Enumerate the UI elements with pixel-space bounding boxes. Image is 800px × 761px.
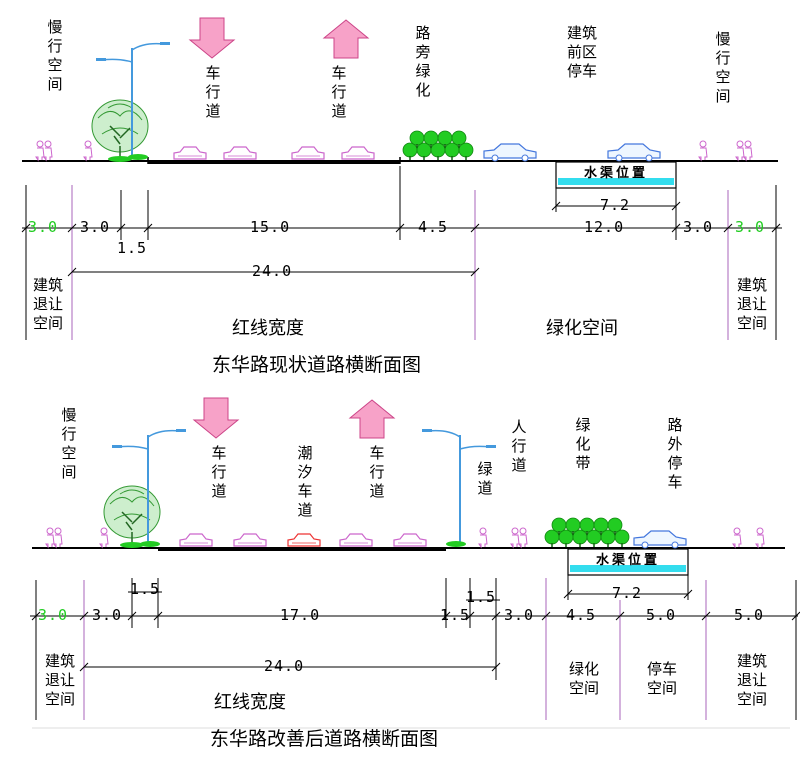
label-roadside-green: 路 旁 绿 化 bbox=[415, 24, 431, 99]
dim-green: 4.5 bbox=[418, 218, 449, 236]
dim-road: 15.0 bbox=[250, 218, 291, 236]
current-section bbox=[21, 17, 782, 340]
dim-setback-right-2: 5.0 bbox=[734, 606, 765, 624]
dim-walk-right-2: 3.0 bbox=[504, 606, 535, 624]
label-offroad-parking: 路 外 停 车 bbox=[667, 416, 683, 491]
dim-gap-right-2: 1.5 bbox=[466, 588, 497, 606]
title-current-section: 东华路现状道路横断面图 bbox=[212, 354, 422, 376]
dim-parking: 12.0 bbox=[584, 218, 625, 236]
label-slow-space-left: 慢 行 空 间 bbox=[47, 18, 63, 93]
label-setback-left-2: 建筑 退让 空间 bbox=[44, 652, 75, 708]
improved-section bbox=[30, 397, 800, 729]
dim-road-2: 17.0 bbox=[280, 606, 321, 624]
label-slow-space-left-2: 慢 行 空 间 bbox=[61, 406, 77, 481]
dim-canal: 7.2 bbox=[600, 196, 631, 214]
arrow-down-icon bbox=[188, 17, 236, 59]
label-lane-up-2: 车 行 道 bbox=[369, 444, 385, 500]
label-sidewalk: 人 行 道 bbox=[511, 418, 527, 474]
dim-redline-2: 24.0 bbox=[264, 657, 305, 675]
label-slow-space-right: 慢 行 空 间 bbox=[715, 30, 731, 105]
label-setback-left: 建筑 退让 空间 bbox=[32, 276, 63, 332]
label-green-belt: 绿 化 带 bbox=[575, 416, 591, 472]
dim-parking-2: 5.0 bbox=[646, 606, 677, 624]
dim-canal-2: 7.2 bbox=[612, 584, 643, 602]
label-front-parking: 建筑 前区 停车 bbox=[566, 24, 597, 80]
label-lane-down: 车 行 道 bbox=[205, 64, 221, 120]
label-green-space: 绿化空间 bbox=[546, 318, 618, 339]
dim-walk-2: 3.0 bbox=[92, 606, 123, 624]
arrow-down-icon bbox=[192, 397, 240, 439]
dim-walk: 3.0 bbox=[80, 218, 111, 236]
label-greenway: 绿 道 bbox=[477, 460, 493, 497]
label-tidal-lane: 潮 汐 车 道 bbox=[297, 444, 313, 519]
title-improved-section: 东华路改善后道路横断面图 bbox=[210, 728, 439, 750]
arrow-up-icon bbox=[322, 19, 370, 59]
label-green-space-2: 绿化 空间 bbox=[568, 660, 599, 697]
dim-setback-left: 3.0 bbox=[28, 218, 59, 236]
dim-setback-right: 3.0 bbox=[735, 218, 766, 236]
label-red-line-width-2: 红线宽度 bbox=[214, 692, 286, 713]
dim-gap: 1.5 bbox=[117, 239, 148, 257]
dim-redline: 24.0 bbox=[252, 262, 293, 280]
label-canal-2: 水渠位置 bbox=[595, 553, 660, 568]
dim-gap-right-1: 1.5 bbox=[440, 606, 471, 624]
label-lane-down-2: 车 行 道 bbox=[211, 444, 227, 500]
label-setback-right-2: 建筑 退让 空间 bbox=[736, 652, 767, 708]
arrow-up-icon bbox=[348, 399, 396, 439]
label-setback-right: 建筑 退让 空间 bbox=[736, 276, 767, 332]
dim-gap-left: 1.5 bbox=[130, 580, 161, 598]
label-red-line-width: 红线宽度 bbox=[232, 318, 304, 339]
label-canal: 水渠位置 bbox=[583, 166, 648, 181]
dim-walk-right: 3.0 bbox=[683, 218, 714, 236]
label-lane-up: 车 行 道 bbox=[331, 64, 347, 120]
label-parking-space: 停车 空间 bbox=[646, 660, 677, 697]
dim-setback-left-2: 3.0 bbox=[38, 606, 69, 624]
dim-green-2: 4.5 bbox=[566, 606, 597, 624]
